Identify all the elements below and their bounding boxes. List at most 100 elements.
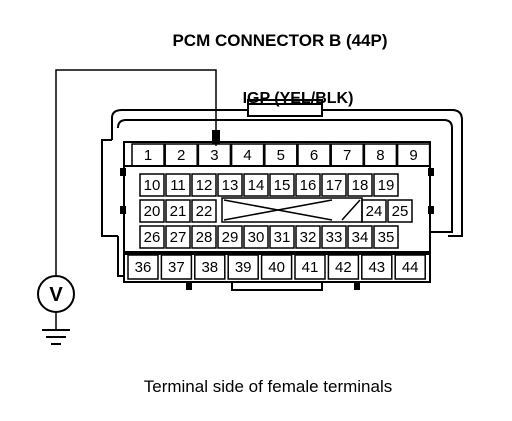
terminal-cavity <box>269 173 295 197</box>
terminal-number: 29 <box>222 229 239 246</box>
connector-row-5: 36 37 38 39 40 41 42 43 44 <box>127 254 426 280</box>
terminal-number: 3 <box>210 147 218 164</box>
terminal-number: 41 <box>302 259 319 276</box>
terminal-number: 28 <box>196 229 213 246</box>
terminal-cavity <box>217 225 243 249</box>
terminal-cavity <box>396 143 431 167</box>
terminal-cavity <box>330 143 364 167</box>
terminal-cavity <box>295 173 321 197</box>
terminal-cavity <box>260 254 293 280</box>
terminal-cavity <box>139 199 165 223</box>
terminal-cavity <box>165 225 191 249</box>
terminal-cavity <box>243 173 269 197</box>
terminal-number: 4 <box>243 147 251 164</box>
terminal-number: 31 <box>274 229 291 246</box>
terminal-cavity <box>191 225 217 249</box>
terminal-number: 21 <box>170 203 187 220</box>
voltmeter-icon <box>37 270 75 330</box>
terminal-number: 33 <box>326 229 343 246</box>
connector-row-1: 1 2 3 4 5 6 7 8 9 <box>131 143 431 167</box>
terminal-cavity <box>294 254 326 280</box>
terminal-number: 10 <box>144 177 161 194</box>
terminal-cavity <box>139 173 165 197</box>
terminal-number: 17 <box>326 177 343 194</box>
terminal-number: 40 <box>268 259 285 276</box>
terminal-cavity <box>387 199 413 223</box>
terminal-cavity <box>295 225 321 249</box>
terminal-number: 12 <box>196 177 213 194</box>
terminal-number: 6 <box>310 147 318 164</box>
terminal-cavity <box>165 199 191 223</box>
terminal-cavity <box>139 225 165 249</box>
terminal-cavity <box>269 225 295 249</box>
terminal-cavity <box>164 143 198 167</box>
terminal-cavity <box>347 225 373 249</box>
voltmeter-symbol: V <box>49 284 63 306</box>
terminal-cavity <box>217 173 243 197</box>
terminal-cavity <box>327 254 360 280</box>
terminal-cavity <box>363 143 398 167</box>
terminal-number: 26 <box>144 229 161 246</box>
terminal-number: 25 <box>392 203 409 220</box>
probe-wire <box>55 69 217 270</box>
ground-icon <box>42 329 70 345</box>
terminal-cavity <box>227 254 259 280</box>
terminal-number: 1 <box>144 147 152 164</box>
terminal-number: 27 <box>170 229 187 246</box>
terminal-number: 19 <box>378 177 395 194</box>
diagram-caption: Terminal side of female terminals <box>144 377 392 396</box>
terminal-cavity <box>243 225 269 249</box>
terminal-cavity <box>347 173 373 197</box>
diagram-title: PCM CONNECTOR B (44P) <box>172 31 387 50</box>
terminal-number: 16 <box>300 177 317 194</box>
terminal-number: 11 <box>170 177 186 194</box>
terminal-number: 2 <box>177 147 185 164</box>
terminal-number: 22 <box>196 203 213 220</box>
terminal-cavity <box>297 143 331 167</box>
terminal-number: 36 <box>135 259 152 276</box>
terminal-cavity <box>191 173 217 197</box>
wire-label: IGP (YEL/BLK) <box>243 90 354 107</box>
row5-frame <box>123 251 431 283</box>
terminal-number: 14 <box>248 177 265 194</box>
terminal-number: 5 <box>277 147 285 164</box>
terminal-number: 34 <box>352 229 369 246</box>
terminal-number: 8 <box>376 147 384 164</box>
connector-row-3: 20 21 22 24 25 <box>139 199 413 223</box>
terminal-cavity <box>194 254 226 280</box>
terminal-cavity <box>373 173 399 197</box>
terminal-number: 38 <box>201 259 218 276</box>
terminal-number: 9 <box>409 147 417 164</box>
terminal-cavity <box>165 173 191 197</box>
terminal-number: 7 <box>343 147 351 164</box>
blank-cavity-block <box>221 197 363 223</box>
terminal-cavity <box>394 254 426 280</box>
terminal-cavity <box>230 143 265 167</box>
terminal-number: 20 <box>144 203 161 220</box>
terminal-number: 37 <box>168 259 185 276</box>
terminal-cavity <box>191 199 217 223</box>
terminal-number: 43 <box>368 259 385 276</box>
terminal-number: 24 <box>366 203 383 220</box>
terminal-number: 13 <box>222 177 239 194</box>
terminal-number: 30 <box>248 229 265 246</box>
terminal-number: 42 <box>335 259 352 276</box>
probe-pin-terminal-3 <box>212 130 220 144</box>
terminal-cavity <box>361 254 393 280</box>
terminal-number: 18 <box>352 177 369 194</box>
terminal-cavity <box>131 143 165 167</box>
terminal-cavity <box>160 254 193 280</box>
terminal-cavity <box>321 225 347 249</box>
terminal-number: 44 <box>402 259 419 276</box>
terminal-cavity <box>373 225 399 249</box>
terminal-number: 39 <box>235 259 252 276</box>
terminal-cavity <box>127 254 159 280</box>
terminal-cavity <box>321 173 347 197</box>
terminal-cavity <box>264 143 298 167</box>
connector-latches <box>120 168 434 290</box>
terminal-number: 35 <box>378 229 395 246</box>
